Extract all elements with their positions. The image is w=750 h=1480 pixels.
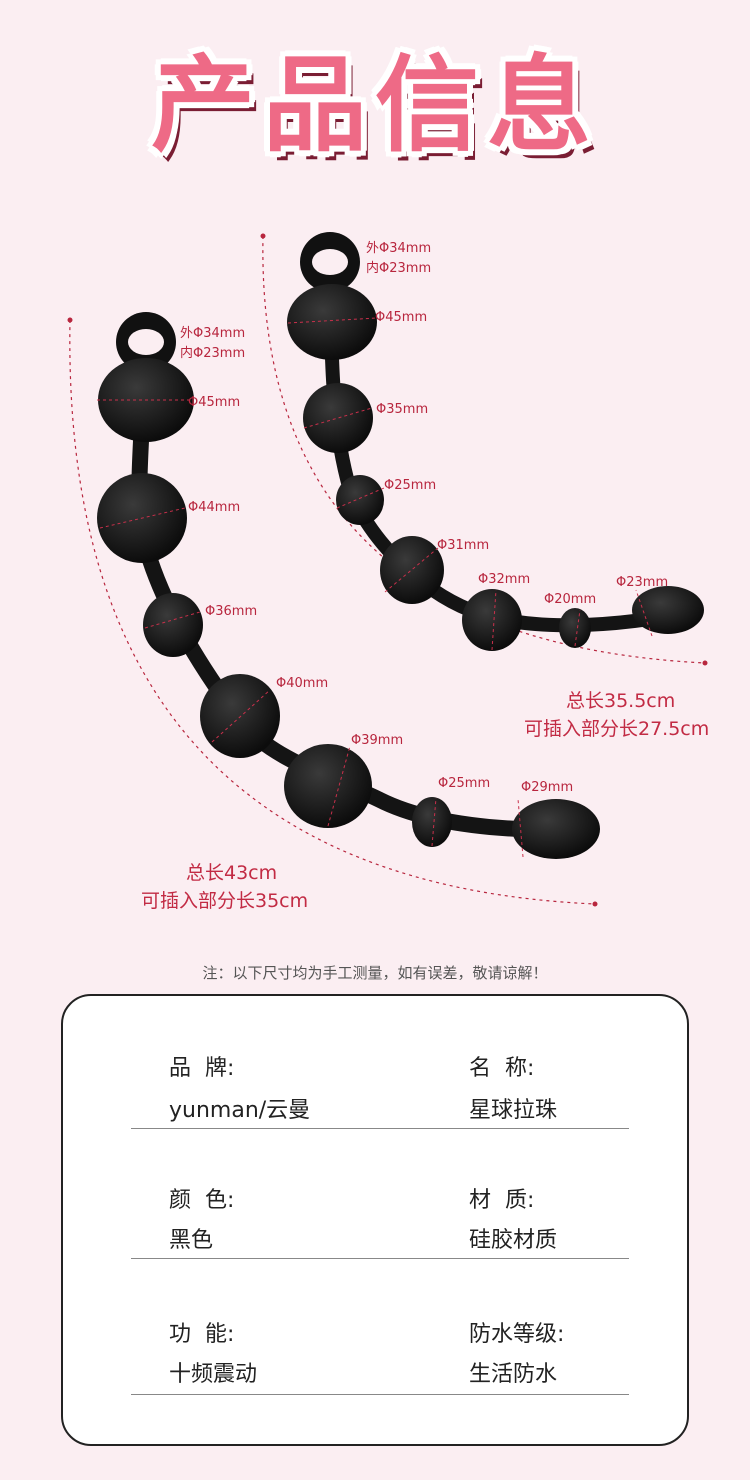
- right-product: [287, 232, 704, 651]
- spec-value-name: 星球拉珠: [469, 1098, 558, 1123]
- left-bead-2: Φ44mm: [188, 500, 241, 515]
- right-bead-7: Φ23mm: [616, 575, 669, 590]
- left-bead-3: Φ36mm: [205, 604, 258, 619]
- measurement-note: 注：以下尺寸均为手工测量，如有误差，敬请谅解！: [202, 964, 548, 982]
- spec-label-color: 颜 色:: [169, 1188, 235, 1213]
- left-length-arc: [69, 319, 596, 905]
- spec-value-function: 十频震动: [169, 1362, 258, 1387]
- right-bead-5: Φ32mm: [478, 572, 531, 587]
- left-insert-length: 可插入部分长35cm: [141, 890, 309, 912]
- left-ring-inner: 内Φ23mm: [180, 346, 246, 361]
- right-bead-2: Φ35mm: [376, 402, 429, 417]
- left-bead-1: Φ45mm: [188, 395, 241, 410]
- right-length-arc: [262, 235, 706, 664]
- right-bead-3: Φ25mm: [384, 478, 437, 493]
- spec-value-brand: yunman/云曼: [169, 1098, 311, 1123]
- right-total-length: 总长35.5cm: [566, 690, 676, 712]
- spec-label-material: 材 质:: [469, 1188, 535, 1213]
- left-total-length: 总长43cm: [186, 862, 278, 884]
- right-bead-1: Φ45mm: [375, 310, 428, 325]
- right-ring-inner: 内Φ23mm: [366, 261, 432, 276]
- right-ring-outer: 外Φ34mm: [366, 241, 432, 256]
- spec-label-waterproof: 防水等级:: [469, 1322, 565, 1347]
- spec-row-3: 功 能: 十频震动 防水等级: 生活防水: [131, 1258, 629, 1395]
- spec-row-1: 品 牌: yunman/云曼 名 称: 星球拉珠: [131, 996, 629, 1129]
- spec-label-function: 功 能:: [169, 1322, 235, 1347]
- left-bead-5: Φ39mm: [351, 733, 404, 748]
- spec-value-color: 黑色: [169, 1228, 214, 1253]
- right-insert-length: 可插入部分长27.5cm: [524, 718, 710, 740]
- right-ring-dims: 外Φ34mm 内Φ23mm: [366, 239, 431, 279]
- spec-card: 品 牌: yunman/云曼 名 称: 星球拉珠 颜 色: 黑色 材 质: 硅胶…: [61, 994, 689, 1446]
- product-illustration: [67, 232, 708, 907]
- spec-label-name: 名 称:: [469, 1056, 535, 1081]
- spec-row-2: 颜 色: 黑色 材 质: 硅胶材质: [131, 1128, 629, 1259]
- left-bead-7: Φ29mm: [521, 780, 574, 795]
- left-ring-outer: 外Φ34mm: [180, 326, 246, 341]
- right-bead-6: Φ20mm: [544, 592, 597, 607]
- spec-value-material: 硅胶材质: [469, 1228, 558, 1253]
- left-bead-6: Φ25mm: [438, 776, 491, 791]
- page-title: 产品信息: [150, 44, 599, 166]
- left-bead-4: Φ40mm: [276, 676, 329, 691]
- spec-value-waterproof: 生活防水: [469, 1362, 558, 1387]
- left-ring-dims: 外Φ34mm 内Φ23mm: [180, 324, 245, 364]
- right-bead-4: Φ31mm: [437, 538, 490, 553]
- spec-label-brand: 品 牌:: [169, 1056, 235, 1081]
